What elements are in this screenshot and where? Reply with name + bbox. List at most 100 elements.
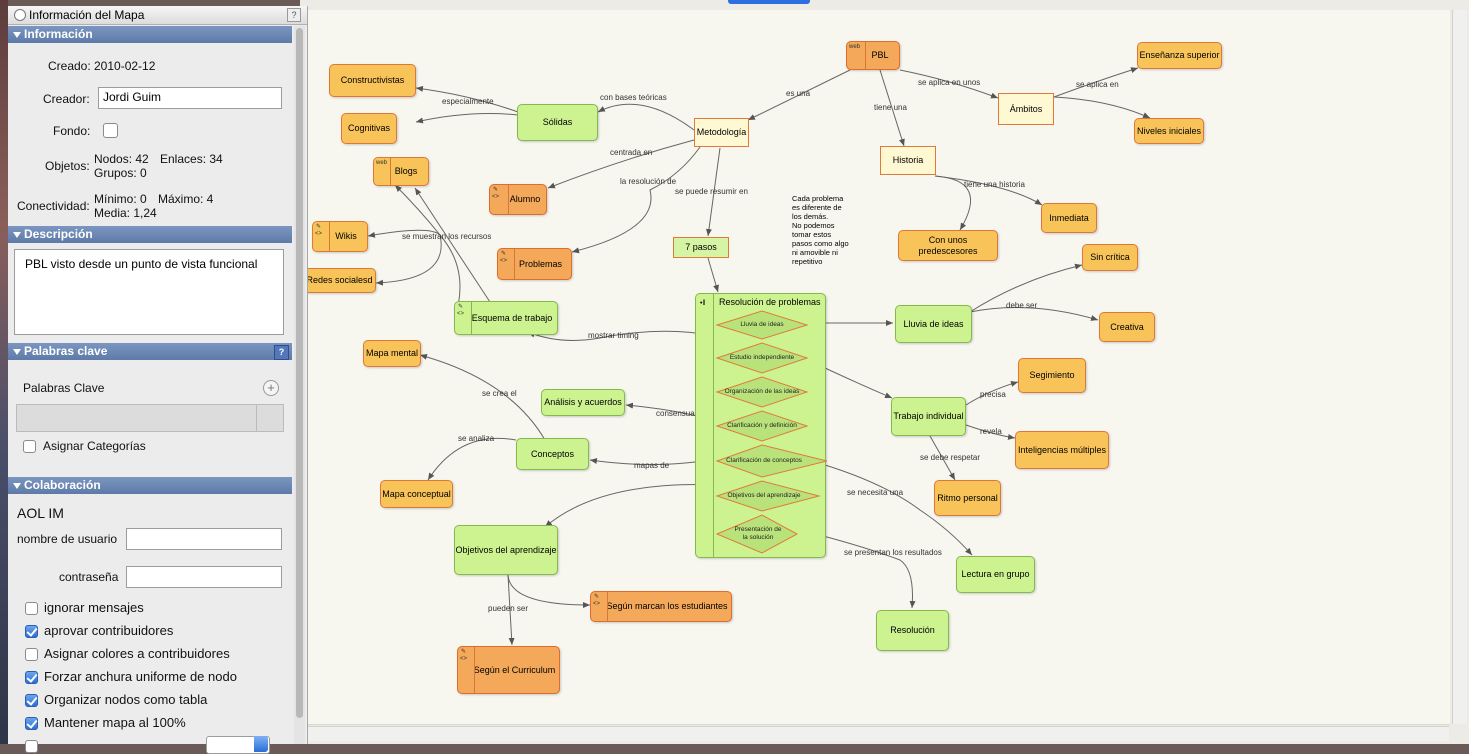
edge-label-centrada-en: centrada en bbox=[610, 148, 653, 157]
panel-scrollbar-thumb[interactable] bbox=[296, 28, 303, 718]
node-con-unos-predecesores[interactable]: Con unos predescesores bbox=[898, 230, 998, 261]
option-checkbox-aprovar[interactable] bbox=[25, 625, 38, 638]
node-lectura-grupo[interactable]: Lectura en grupo bbox=[956, 556, 1035, 593]
edge-label-revela: revela bbox=[980, 427, 1002, 436]
toolbar-button[interactable] bbox=[728, 0, 810, 4]
section-header-palabras-clave[interactable]: Palabras clave? bbox=[8, 343, 292, 360]
node-cognitivas[interactable]: Cognitivas bbox=[341, 113, 397, 144]
group-divider bbox=[713, 294, 714, 557]
edge-label-mapas-de: mapas de bbox=[634, 461, 670, 470]
node-segun-estudiantes[interactable]: ✎<>Según marcan los estudiantes bbox=[590, 591, 732, 622]
creator-input[interactable]: Jordi Guim bbox=[98, 87, 282, 109]
node-conceptos[interactable]: Conceptos bbox=[516, 438, 589, 470]
objects-nodes: Nodos: 42 bbox=[94, 152, 149, 166]
node-label: Lectura en grupo bbox=[961, 569, 1030, 579]
help-button[interactable]: ? bbox=[287, 8, 301, 22]
node-ensenanza-superior[interactable]: Enseñanza superior bbox=[1137, 42, 1222, 69]
option-checkbox-tabla[interactable] bbox=[25, 694, 38, 707]
node-label: Según el Curriculum bbox=[473, 664, 556, 675]
node-constructivistas[interactable]: Constructivistas bbox=[329, 64, 416, 97]
node-wikis[interactable]: ✎<>Wikis bbox=[312, 221, 368, 252]
node-alumno[interactable]: ✎<>Alumno bbox=[489, 184, 547, 215]
panel-scrollbar[interactable] bbox=[294, 26, 305, 744]
panel-titlebar[interactable]: Información del Mapa ? bbox=[8, 6, 307, 25]
node-metodologia[interactable]: Metodología bbox=[694, 118, 749, 147]
map-canvas[interactable] bbox=[307, 10, 1450, 725]
edge-label-la-resolucion: la resolución de bbox=[620, 177, 677, 186]
vertical-scrollbar[interactable] bbox=[1452, 10, 1467, 724]
creator-label: Creador: bbox=[43, 92, 90, 106]
section-header-informacion[interactable]: Información bbox=[8, 26, 292, 43]
node-inmediata[interactable]: Inmediata bbox=[1041, 203, 1097, 233]
node-label: Redes socialesd bbox=[306, 275, 373, 285]
link-historia-inmediata bbox=[934, 175, 1043, 206]
node-label: Historia bbox=[892, 155, 924, 165]
node-label: Constructivistas bbox=[340, 75, 405, 85]
node-trabajo-individual[interactable]: Trabajo individual bbox=[891, 397, 966, 436]
node-inteligencias-multiples[interactable]: Inteligencias múltiples bbox=[1015, 431, 1109, 469]
link-solidas-cognitivas bbox=[415, 113, 519, 124]
horizontal-scrollbar[interactable] bbox=[307, 726, 1449, 741]
node-problemas[interactable]: ✎<>Problemas bbox=[497, 248, 572, 280]
password-input[interactable] bbox=[126, 566, 282, 588]
group-resolucion-problemas[interactable]: •‖ Resolución de problemas Lluvia de ide… bbox=[695, 293, 827, 558]
node-label: Alumno bbox=[509, 194, 541, 204]
note-problema-distinto: Cada problema es diferente de los demás.… bbox=[792, 194, 849, 266]
node-segimiento[interactable]: Segimiento bbox=[1018, 358, 1086, 393]
node-mapa-mental[interactable]: Mapa mental bbox=[363, 340, 421, 367]
node-solidas[interactable]: Sólidas bbox=[517, 104, 598, 141]
step-label: Organización de las ideas bbox=[724, 388, 800, 395]
edge-label-pueden-ser: pueden ser bbox=[488, 604, 529, 613]
node-label: Blogs bbox=[394, 166, 418, 176]
edge-label-mostrar-timing: mostrar timing bbox=[588, 331, 639, 340]
link-icon: ✎<> bbox=[315, 224, 323, 237]
keywords-list[interactable] bbox=[16, 404, 284, 432]
keywords-help-button[interactable]: ? bbox=[274, 345, 289, 360]
option-checkbox-colores[interactable] bbox=[25, 648, 38, 661]
node-niveles-iniciales[interactable]: Niveles iniciales bbox=[1134, 118, 1204, 144]
username-input[interactable] bbox=[126, 528, 282, 550]
node-label: Lluvia de ideas bbox=[903, 318, 964, 329]
node-esquema-trabajo[interactable]: ✎<>Esquema de trabajo bbox=[454, 301, 558, 335]
section-header-descripcion[interactable]: Descripción bbox=[8, 226, 292, 243]
option-checkbox-partial[interactable] bbox=[25, 740, 38, 753]
background-color-swatch[interactable] bbox=[103, 123, 118, 138]
step-label: Clarificación y definición bbox=[727, 422, 797, 429]
add-keyword-button[interactable]: + bbox=[263, 380, 279, 396]
option-checkbox-100[interactable] bbox=[25, 717, 38, 730]
description-textarea[interactable]: PBL visto desde un punto de vista funcio… bbox=[14, 249, 284, 335]
assign-categories-checkbox[interactable] bbox=[23, 440, 36, 453]
node-7-pasos[interactable]: 7 pasos bbox=[673, 237, 729, 258]
window-button-icon[interactable] bbox=[14, 9, 26, 21]
node-segun-curriculum[interactable]: ✎<> Según el Curriculum bbox=[457, 646, 560, 694]
node-ambitos[interactable]: Ámbitos bbox=[998, 93, 1054, 125]
node-sin-critica[interactable]: Sin crítica bbox=[1082, 244, 1138, 271]
option-checkbox-ignorar[interactable] bbox=[25, 602, 38, 615]
node-label: Sin crítica bbox=[1090, 252, 1130, 262]
node-label: Esquema de trabajo bbox=[471, 312, 553, 323]
node-label: Cognitivas bbox=[347, 123, 391, 133]
keywords-label: Palabras Clave bbox=[23, 381, 105, 395]
link-recursos-redes bbox=[375, 234, 442, 286]
link-lluvia-sincritica bbox=[969, 263, 1083, 313]
node-lluvia-ideas[interactable]: Lluvia de ideas bbox=[895, 305, 972, 343]
node-mapa-conceptual[interactable]: Mapa conceptual bbox=[380, 480, 453, 508]
node-label: Según marcan los estudiantes bbox=[606, 601, 728, 611]
node-creativa[interactable]: Creativa bbox=[1099, 312, 1155, 342]
node-label: Sólidas bbox=[542, 117, 573, 127]
edge-label-se-puede-resumir: se puede resumir en bbox=[675, 187, 748, 196]
node-label: PBL bbox=[871, 50, 889, 60]
node-ritmo-personal[interactable]: Ritmo personal bbox=[934, 480, 1001, 516]
option-checkbox-anchura[interactable] bbox=[25, 671, 38, 684]
node-objetivos-aprendizaje[interactable]: Objetivos del aprendizaje bbox=[454, 525, 558, 575]
node-redes-sociales[interactable]: Redes socialesd bbox=[303, 268, 376, 293]
section-header-colaboracion[interactable]: Colaboración bbox=[8, 477, 292, 494]
map-info-panel: Información del Mapa ? Información Cread… bbox=[8, 6, 308, 754]
node-historia[interactable]: Historia bbox=[880, 146, 936, 175]
node-analisis-acuerdos[interactable]: Análisis y acuerdos bbox=[541, 389, 625, 416]
link-icon: ✎<> bbox=[460, 649, 468, 662]
node-resolucion[interactable]: Resolución bbox=[876, 610, 949, 651]
stepper-arrows-icon[interactable] bbox=[254, 736, 268, 752]
